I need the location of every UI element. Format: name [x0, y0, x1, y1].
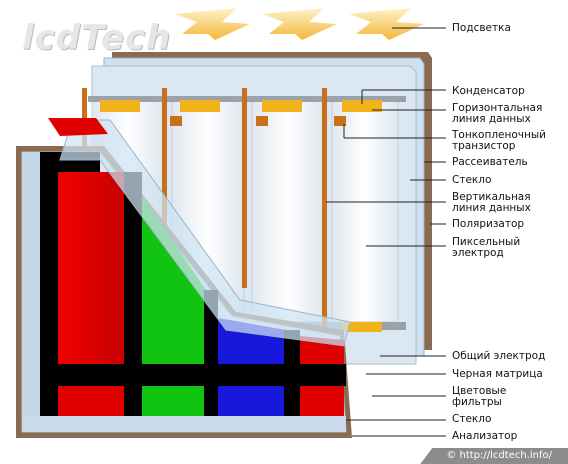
black-matrix-bar — [40, 364, 346, 386]
pixel-electrode-cell — [331, 99, 399, 323]
capacitor — [262, 100, 302, 112]
label-glass-bottom: Стекло — [452, 413, 492, 425]
label-common-electrode: Общий электрод — [452, 350, 546, 362]
front-top-red-edge — [48, 118, 108, 136]
front-glass-slope — [59, 119, 351, 347]
pixel-electrode-cell — [251, 99, 325, 323]
label-tft-2: транзистор — [452, 140, 516, 152]
capacitors — [100, 100, 382, 332]
red-color-filter-right-lower — [300, 386, 344, 416]
red-color-filter-lower — [58, 386, 124, 416]
label-pixel-electrode-2: электрод — [452, 247, 504, 259]
red-color-filter — [58, 172, 124, 364]
label-vertical-line-1: Вертикальная — [452, 191, 531, 203]
front-glass-bottom-edge — [22, 416, 346, 432]
front-cutaway — [16, 118, 352, 438]
label-polarizer: Поляризатор — [452, 218, 525, 230]
label-color-filters-1: Цветовые — [452, 385, 507, 397]
label-pixel-electrode-1: Пиксельный — [452, 236, 521, 248]
thin-film-transistor — [170, 116, 182, 126]
label-tft-1: Тонкопленочный — [452, 129, 546, 141]
label-horizontal-line-1: Горизонтальная — [452, 102, 543, 114]
label-horizontal-line-2: линия данных — [452, 113, 531, 125]
capacitor — [100, 100, 140, 112]
capacitor — [180, 100, 220, 112]
black-matrix-column — [204, 290, 218, 416]
label-capacitor: Конденсатор — [452, 85, 525, 97]
leader-lines — [326, 27, 446, 437]
backlight-arrow-1 — [175, 8, 250, 40]
label-backlight: Подсветка — [452, 22, 511, 34]
backlight-arrow-2 — [262, 8, 337, 40]
label-color-filters-2: фильтры — [452, 396, 502, 408]
backlight-arrow-3 — [349, 8, 424, 40]
label-glass-top: Стекло — [452, 174, 492, 186]
vertical-data-line — [242, 88, 247, 288]
front-glass-left-edge — [22, 152, 40, 432]
black-matrix-column — [284, 330, 300, 416]
blue-color-filter-lower — [218, 386, 284, 416]
label-analyzer: Анализатор — [452, 430, 518, 442]
footer-copyright-link[interactable]: © http://lcdtech.info/ — [420, 448, 568, 464]
backlight-arrows — [175, 8, 424, 40]
lcdtech-watermark: lcdTech — [22, 18, 172, 58]
thin-film-transistor — [334, 116, 346, 126]
capacitor — [342, 100, 382, 112]
green-color-filter-lower — [142, 386, 204, 416]
black-matrix-column — [124, 172, 142, 416]
capacitor-bottom — [342, 322, 382, 332]
label-diffuser: Рассеиватель — [452, 156, 528, 168]
label-black-matrix: Черная матрица — [452, 368, 543, 380]
vertical-data-line — [322, 88, 327, 328]
thin-film-transistor — [256, 116, 268, 126]
label-vertical-line-2: линия данных — [452, 202, 531, 214]
